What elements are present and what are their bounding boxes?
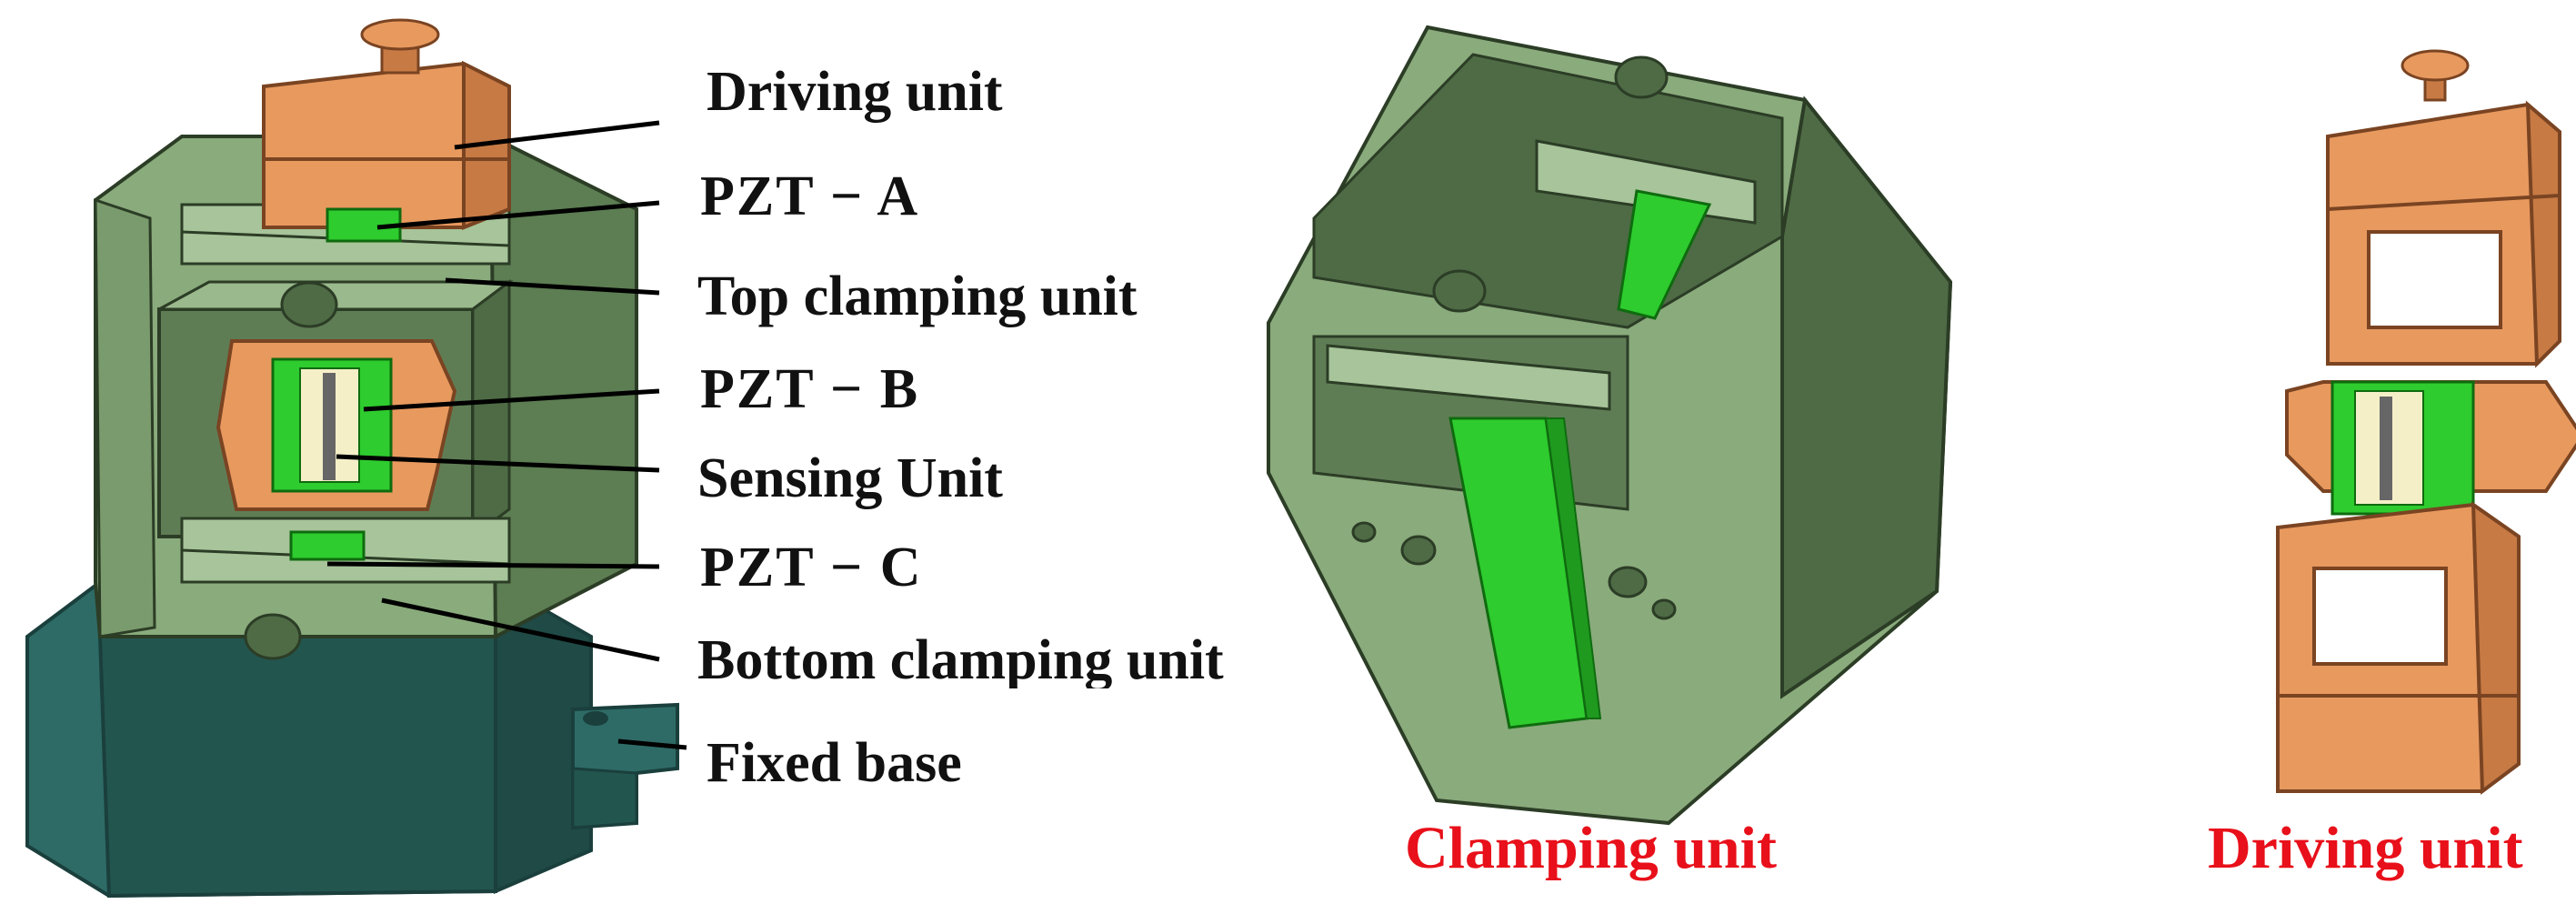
caption-driving-unit: Driving unit (2208, 815, 2523, 881)
label-sensing-unit: Sensing Unit (697, 447, 1003, 509)
label-pzt-a: PZT − A (700, 166, 920, 227)
label-pzt-c: PZT − C (700, 537, 923, 598)
driving-unit-view (2276, 49, 2576, 795)
leader-lines (326, 120, 687, 750)
fixed-base-part (25, 578, 679, 899)
full-assembly (25, 18, 687, 899)
label-fixed-base: Fixed base (707, 732, 962, 794)
caption-clamping-unit: Clamping unit (1405, 815, 1777, 881)
sensing-flexure-part (216, 339, 457, 561)
label-pzt-b: PZT − B (700, 358, 920, 420)
driving-unit-part (262, 18, 511, 243)
clamping-unit-view (1267, 25, 1953, 826)
label-bottom-clamping-unit: Bottom clamping unit (697, 632, 1224, 688)
label-top-clamping-unit: Top clamping unit (697, 266, 1138, 327)
label-driving-unit: Driving unit (707, 61, 1003, 123)
